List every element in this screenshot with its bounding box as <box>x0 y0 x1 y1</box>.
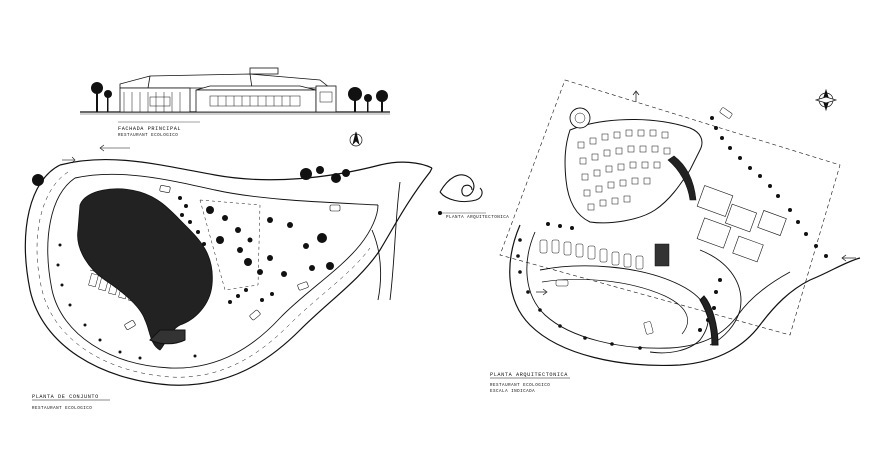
detail-title: PLANTA ARQUITECTONICA <box>446 216 509 220</box>
restaurant-footprint <box>77 188 213 351</box>
elevation-title: FACHADA PRINCIPAL <box>118 126 181 132</box>
arch-plan-title: PLANTA ARQUITECTONICA <box>490 372 568 378</box>
tree-icon <box>32 166 350 277</box>
car-icon <box>124 185 341 330</box>
compass-rose-icon <box>814 88 838 112</box>
site-plan-subtitle: RESTAURANT ECOLOGICO <box>32 407 92 411</box>
detail-sketch <box>437 174 486 216</box>
dining-tables <box>577 129 671 211</box>
architectural-plan <box>490 79 861 379</box>
elevation-subtitle: RESTAURANT ECOLOGICO <box>118 134 178 138</box>
front-elevation <box>80 67 390 123</box>
car-icon <box>539 107 733 335</box>
site-plan-title: PLANTA DE CONJUNTO <box>32 394 99 400</box>
site-plan <box>24 144 433 401</box>
arch-plan-note: ESCALA INDICADA <box>490 390 535 394</box>
north-arrow-icon <box>349 131 363 147</box>
tree-icon <box>91 82 388 112</box>
arch-plan-subtitle: RESTAURANT ECOLOGICO <box>490 384 550 388</box>
